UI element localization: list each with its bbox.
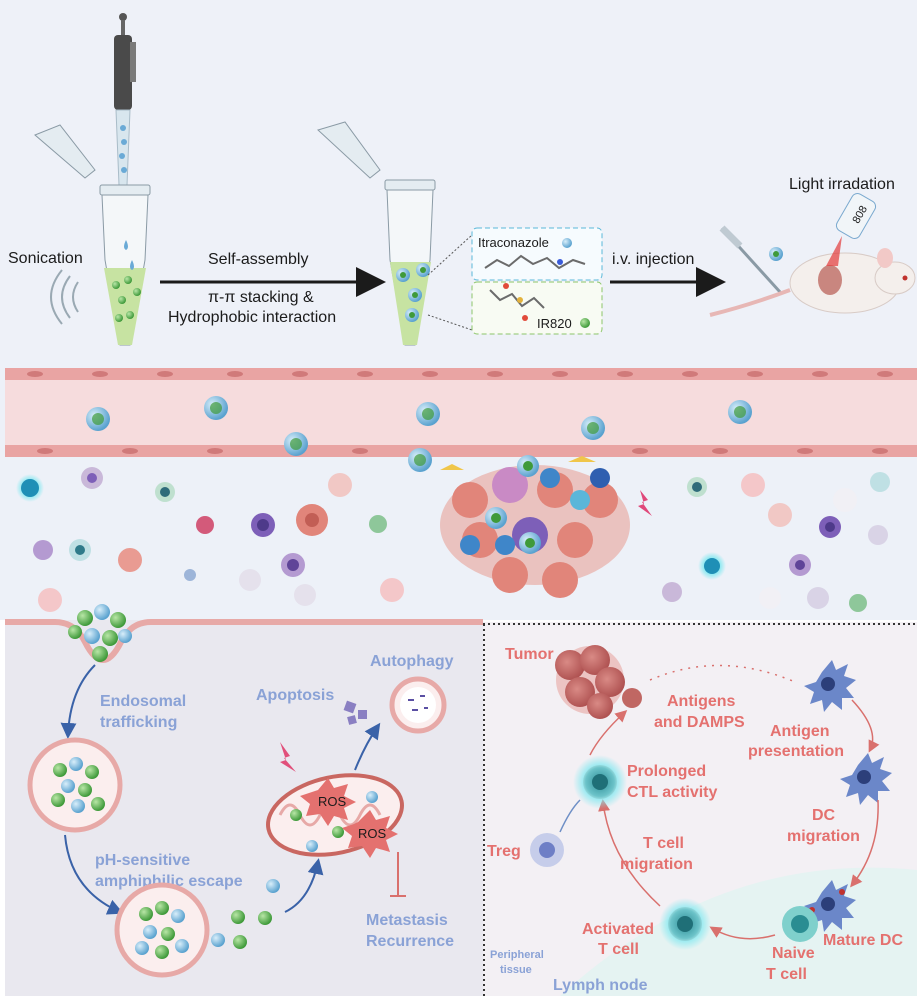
treg-icon	[530, 833, 564, 867]
sonication-waves-icon	[50, 269, 79, 325]
itraconazole-label: Itraconazole	[478, 235, 549, 250]
blood-vessel	[5, 370, 917, 455]
syringe-icon	[719, 225, 782, 294]
escaping-endosome-icon	[114, 879, 280, 978]
prolonged-label-2: CTL activity	[627, 784, 718, 801]
dendritic-cell-icon-1	[804, 660, 856, 712]
tcell-migration-label-1: T cell	[643, 835, 684, 852]
eppendorf-tube-2-icon	[317, 121, 436, 346]
dc-migration-label-1: DC	[812, 807, 836, 824]
endosomal-label-1: Endosomal	[100, 693, 186, 710]
apoptotic-bodies-icon	[343, 700, 367, 725]
antigen-presentation-label-1: Antigen	[770, 723, 830, 740]
lymph-node-label: Lymph node	[553, 977, 648, 994]
immune-cells-scatter	[16, 467, 890, 612]
circulating-nanoparticles	[86, 396, 752, 472]
ctl-cell-icon	[573, 755, 627, 809]
molecule-inset: Itraconazole IR820	[471, 227, 603, 335]
mitochondria-arrow	[284, 858, 324, 913]
endosomal-arrow	[60, 664, 96, 739]
recurrence-label: Recurrence	[366, 933, 454, 950]
peripheral-label-1: Peripheral	[490, 949, 544, 961]
eppendorf-tube-1-icon	[34, 124, 151, 346]
tumor-mass	[440, 455, 652, 598]
mouse-icon	[709, 248, 916, 317]
treg-label: Treg	[487, 843, 521, 860]
autophagosome-icon	[389, 676, 447, 734]
antigen-presentation-label-2: presentation	[748, 743, 844, 760]
prolonged-label-1: Prolonged	[627, 763, 706, 780]
endothelium-top	[5, 368, 917, 380]
tumor-icon	[555, 645, 642, 719]
ir820-label: IR820	[537, 316, 572, 331]
self-assembly-label: Self-assembly	[208, 251, 308, 268]
endosomal-label-2: trafficking	[100, 714, 177, 731]
iv-injection-label: i.v. injection	[612, 251, 694, 268]
tcell-migration-label-2: migration	[620, 856, 693, 873]
laser-lightning-icon	[280, 742, 296, 772]
metastasis-label: Metastasis	[366, 912, 448, 929]
autophagy-arrow	[354, 722, 381, 771]
itraconazole-icon	[562, 238, 572, 248]
light-irradiation-label: Light irradation	[789, 176, 895, 193]
peripheral-label-2: tissue	[500, 964, 532, 976]
ph-label-2: amphiphilic escape	[95, 873, 243, 890]
antigens-label-1: Antigens	[667, 693, 736, 710]
dendritic-cell-icon-2	[840, 753, 892, 805]
tumor-label: Tumor	[505, 646, 554, 663]
escape-arrow	[64, 834, 124, 915]
antigen-release-path	[649, 664, 796, 683]
ir820-icon	[580, 318, 590, 328]
endosome-icon	[27, 737, 123, 833]
sonication-label: Sonication	[8, 250, 83, 267]
activated-label-1: Activated	[582, 921, 654, 938]
pi-stacking-label: π-π stacking &	[208, 289, 314, 306]
laser-808-icon: 808	[826, 193, 877, 266]
activated-label-2: T cell	[598, 941, 639, 958]
apoptosis-label: Apoptosis	[256, 687, 334, 704]
nanoparticle-floating-icon	[769, 247, 783, 261]
endothelium-bottom	[5, 445, 917, 457]
ros-label-1: ROS	[318, 794, 347, 809]
naive-label-2: T cell	[766, 966, 807, 983]
naive-label-1: Naive	[772, 945, 815, 962]
mature-dc-label: Mature DC	[823, 932, 903, 949]
dc-migration-label-2: migration	[787, 828, 860, 845]
naive-t-cell-icon	[782, 906, 818, 942]
ros-label-2: ROS	[358, 826, 387, 841]
hydrophobic-label: Hydrophobic interaction	[168, 309, 336, 326]
activated-t-cell-icon	[659, 898, 711, 950]
ros-burst-icon-2: ROS	[342, 810, 398, 858]
ph-label-1: pH-sensitive	[95, 852, 190, 869]
ros-burst-icon-1: ROS	[300, 778, 356, 826]
antigens-label-2: and DAMPS	[654, 714, 745, 731]
autophagy-label: Autophagy	[370, 653, 454, 670]
nanoparticle-cluster-entry	[68, 604, 132, 662]
